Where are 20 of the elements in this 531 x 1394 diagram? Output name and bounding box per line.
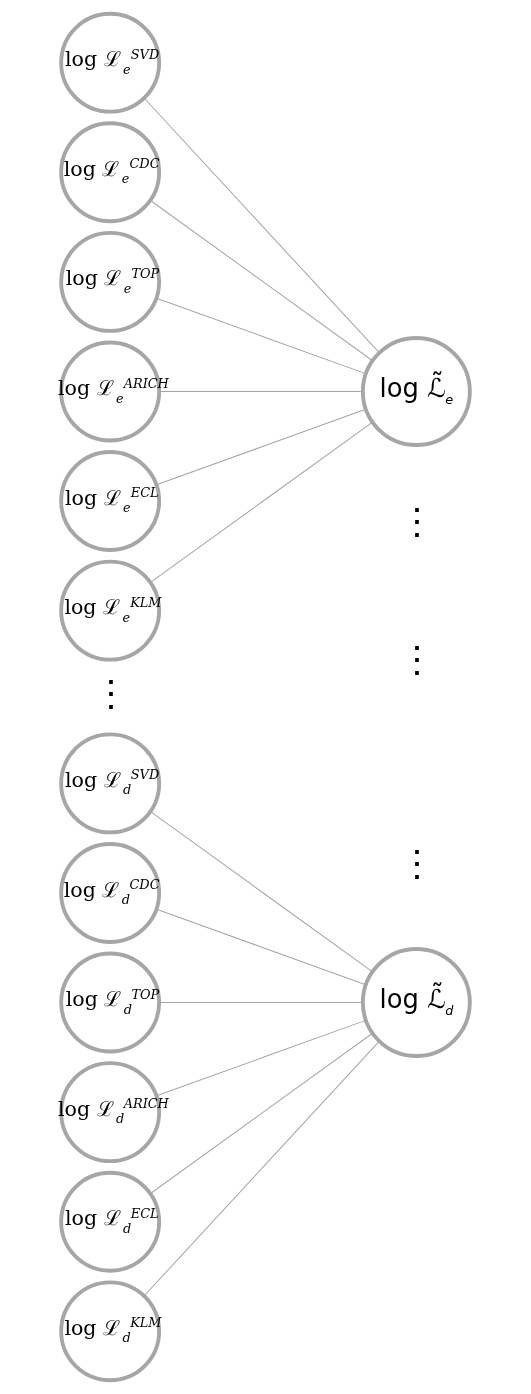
connector — [150, 421, 373, 583]
label: ⋮ — [398, 639, 435, 682]
connector — [144, 98, 380, 354]
node-label: ARICH — [123, 1096, 169, 1112]
connector — [150, 811, 373, 973]
connector — [156, 908, 367, 986]
connector — [150, 199, 373, 362]
label: ⋮ — [92, 672, 129, 715]
label: ⋮ — [398, 843, 435, 886]
connector — [158, 390, 363, 392]
connector — [156, 408, 367, 486]
connector — [144, 1040, 380, 1296]
connector — [156, 1019, 367, 1097]
node-circle: log ℒ̃$_{d}$ — [360, 947, 472, 1058]
node-label: ARICH — [123, 375, 169, 391]
connector — [150, 1032, 373, 1195]
connector — [156, 297, 367, 375]
connector — [158, 1002, 363, 1004]
label: ⋮ — [398, 501, 435, 544]
node-circle: log ℒ̃$_{e}$ — [360, 336, 472, 447]
